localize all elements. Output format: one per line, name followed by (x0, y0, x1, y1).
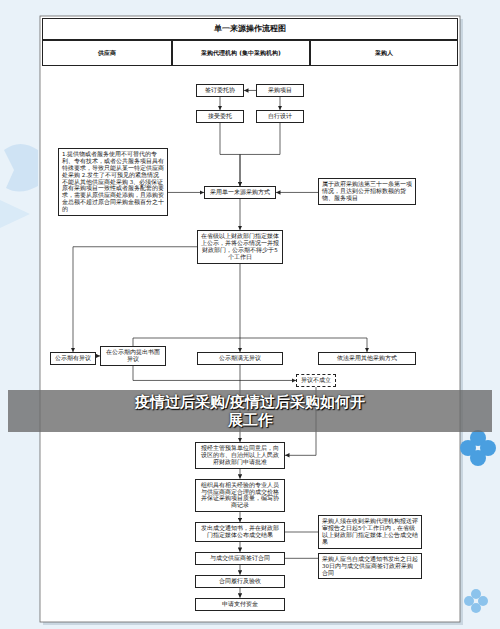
box-text: 公示期满无异议 (201, 355, 279, 362)
header-cell: 供应商 (42, 40, 172, 66)
box-text: 属于政府采购法第三十一条第一项情况，且达到公开招标数额的货物、服务项目 (322, 181, 412, 202)
header-cell: 采购人 (310, 40, 458, 66)
box-text: 发出成交通知书，并在财政部门指定媒体公布成交结果 (199, 525, 281, 539)
box-text: 1.提供物或者服务使用不可替代的专利、专有技术，或者公共服务项目具有特殊要求，导… (62, 151, 164, 213)
box-text: 组织具有相关经验的专业人员与供应商商定合理的成交价格并保证采购项目质量，编写协商… (199, 482, 281, 510)
process-box: 采用单一来源采购方式 (204, 186, 276, 199)
box-text: 签订委托协 (200, 87, 240, 94)
box-text: 依法采用其他采购方式 (322, 355, 412, 362)
box-text: 在省级以上财政部门指定媒体上公示，并将公示情况一并报财政部门，公示期不得少于5个… (201, 233, 279, 261)
connector (168, 192, 204, 193)
box-text: 报经主管预算单位同意后，向设区的市、自治州以上人民政府财政部门申请批准 (199, 445, 281, 466)
process-box: 与成交供应商签订合同 (195, 552, 285, 565)
box-text: 自行设计 (260, 113, 300, 120)
box-text: 异议不成立 (300, 377, 332, 384)
connector (220, 97, 221, 110)
connector (280, 97, 281, 110)
box-text: 供应商 (98, 49, 116, 57)
box-text: 采购代理机构 (集中采购机构) (201, 49, 281, 57)
process-box: 组织具有相关经验的专业人员与供应商商定合理的成交价格并保证采购项目质量，编写协商… (195, 479, 285, 513)
connector (133, 338, 367, 352)
process-box: 报经主管预算单位同意后，向设区的市、自治州以上人民政府财政部门申请批准 (195, 442, 285, 469)
condition-box: 异议不成立 (296, 374, 336, 387)
process-box: 采购项目 (256, 84, 304, 97)
process-box: 在公示期内提出书面异议 (100, 346, 166, 366)
connector (133, 366, 296, 381)
card (40, 16, 460, 622)
connector (240, 199, 241, 230)
process-box: 签订委托协 (196, 84, 244, 97)
decor-shape (0, 200, 30, 228)
header-cell: 采购代理机构 (集中采购机构) (172, 40, 310, 66)
connector (240, 542, 241, 552)
connector (244, 90, 256, 91)
note-box: 采购人须在收到采购代理机构报送评审报告之日起5个工作日内，在省级以上财政部门指定… (318, 515, 422, 549)
box-text: 在公示期内提出书面异议 (104, 349, 162, 363)
connector (285, 558, 318, 559)
box-text: 采购人应当自成交通知书发出之日起30日内与成交供应商签订政府采购合同 (322, 556, 418, 577)
note-box: 属于政府采购法第三十一条第一项情况，且达到公开招标数额的货物、服务项目 (318, 178, 416, 205)
process-box: 发出成交通知书，并在财政部门指定媒体公布成交结果 (195, 522, 285, 542)
process-box: 申请支付资金 (195, 598, 285, 611)
box-text: 合同履行及验收 (199, 578, 281, 585)
connector (220, 123, 240, 186)
title-cell: 单一来源操作流程图 (42, 18, 458, 40)
watermark-band (8, 390, 492, 432)
note-box: 1.提供物或者服务使用不可替代的专利、专有技术，或者公共服务项目具有特殊要求，导… (58, 148, 168, 216)
connector (240, 588, 241, 598)
connector (240, 512, 241, 522)
box-text: 与成交供应商签订合同 (199, 555, 281, 562)
connector (240, 264, 241, 353)
process-box: 合同履行及验收 (195, 575, 285, 588)
box-text: 公示期有异议 (54, 355, 92, 362)
box-text: 采购项目 (260, 87, 300, 94)
connector (276, 192, 318, 193)
decor-petal (460, 440, 476, 456)
connector (73, 247, 197, 352)
process-box: 依法采用其他采购方式 (318, 352, 416, 365)
box-text: 采用单一来源采购方式 (208, 189, 272, 196)
diagram-title: 单一来源操作流程图 (214, 24, 286, 34)
connector (240, 565, 241, 575)
connector (240, 123, 280, 186)
watermark-text: 疫情过后采购/疫情过后采购如何开展工作 (131, 393, 369, 429)
box-text: 采购人须在收到采购代理机构报送评审报告之日起5个工作日内，在省级以上财政部门指定… (322, 518, 418, 546)
decor-flower (464, 589, 488, 613)
box-text: 申请支付资金 (199, 601, 281, 608)
box-text: 采购人 (375, 49, 393, 57)
process-box: 在省级以上财政部门指定媒体上公示，并将公示情况一并报财政部门，公示期不得少于5个… (197, 230, 283, 264)
process-box: 自行设计 (256, 110, 304, 123)
decor-flower (460, 430, 496, 466)
connector (240, 469, 241, 479)
box-text: 接受委托 (200, 113, 240, 120)
condition-box: 公示期有异议 (50, 352, 96, 365)
decor-shape (4, 144, 38, 192)
condition-box: 公示期满无异议 (197, 352, 283, 365)
process-box: 接受委托 (196, 110, 244, 123)
decor-petal (464, 596, 474, 606)
note-box: 采购人应当自成交通知书发出之日起30日内与成交供应商签订政府采购合同 (318, 553, 422, 580)
connector (285, 532, 318, 533)
